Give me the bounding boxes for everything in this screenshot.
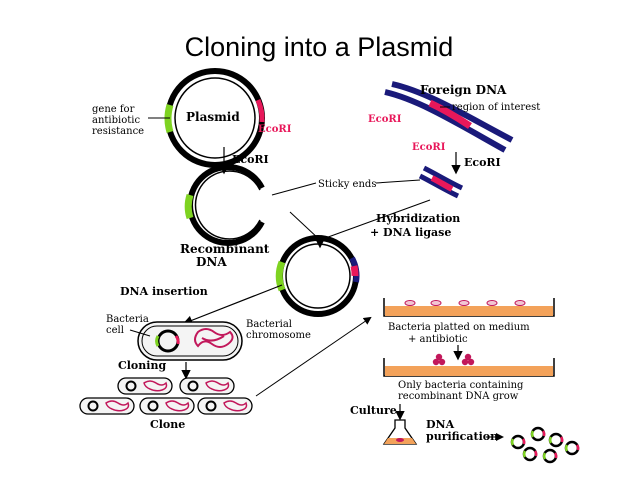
only-bacteria-label-1: Only bacteria containing (398, 380, 524, 391)
plasmid: Plasmid EcoRI (164, 68, 292, 168)
culture-flask-icon (382, 419, 418, 445)
cut-plasmid (184, 164, 265, 246)
dna-purification-label-2: purification (426, 430, 498, 443)
clone-cells (79, 377, 253, 415)
bacteria-platted-label-1: Bacteria platted on medium (388, 322, 530, 333)
culture-label: Culture (350, 404, 397, 417)
gene-label-2: antibiotic (92, 115, 140, 126)
recombinant-label-2: DNA (196, 255, 227, 269)
slide-title: Cloning into a Plasmid (184, 32, 454, 62)
ecori-foreign-left-label: EcoRI (368, 114, 402, 125)
gene-label-1: gene for (92, 104, 135, 115)
dna-ligase-label: + DNA ligase (370, 226, 451, 239)
bacteria-platted-label-2: + antibiotic (408, 334, 468, 345)
gene-label-3: resistance (92, 126, 144, 137)
clone-label: Clone (150, 418, 185, 431)
cloning-label: Cloning (118, 359, 166, 372)
region-of-interest-label: region of interest (452, 102, 540, 113)
hybridization-label: Hybridization (376, 212, 460, 225)
plate-medium (383, 298, 555, 317)
ecori-arrow-right-label: EcoRI (464, 156, 501, 169)
foreign-dna (384, 81, 514, 153)
bacterial-chromosome-label-1: Bacterial (246, 319, 292, 330)
only-bacteria-label-2: recombinant DNA grow (398, 391, 519, 402)
dna-fragment (418, 165, 464, 199)
dna-insertion-label: DNA insertion (120, 285, 208, 298)
recombinant-dna (275, 235, 360, 317)
bacteria-cell-label-1: Bacteria (106, 314, 149, 325)
ecori-plasmid-label: EcoRI (258, 124, 292, 135)
bacterial-chromosome-label-2: chromosome (246, 330, 311, 341)
bacteria-cell (137, 321, 243, 361)
ecori-site-plasmid (255, 98, 265, 123)
plate-selected (383, 353, 555, 377)
foreign-dna-label: Foreign DNA (420, 83, 507, 97)
ecori-arrow-left-label: EcoRI (232, 153, 269, 166)
bacteria-cell-label-2: cell (106, 325, 124, 336)
dna-purification-label-1: DNA (426, 418, 455, 431)
ecori-foreign-bottom-label: EcoRI (412, 142, 446, 153)
plasmid-label: Plasmid (186, 110, 240, 124)
recombinant-label-1: Recombinant (180, 242, 270, 256)
purified-plasmids (510, 426, 580, 464)
sticky-ends-label: Sticky ends (318, 179, 376, 190)
